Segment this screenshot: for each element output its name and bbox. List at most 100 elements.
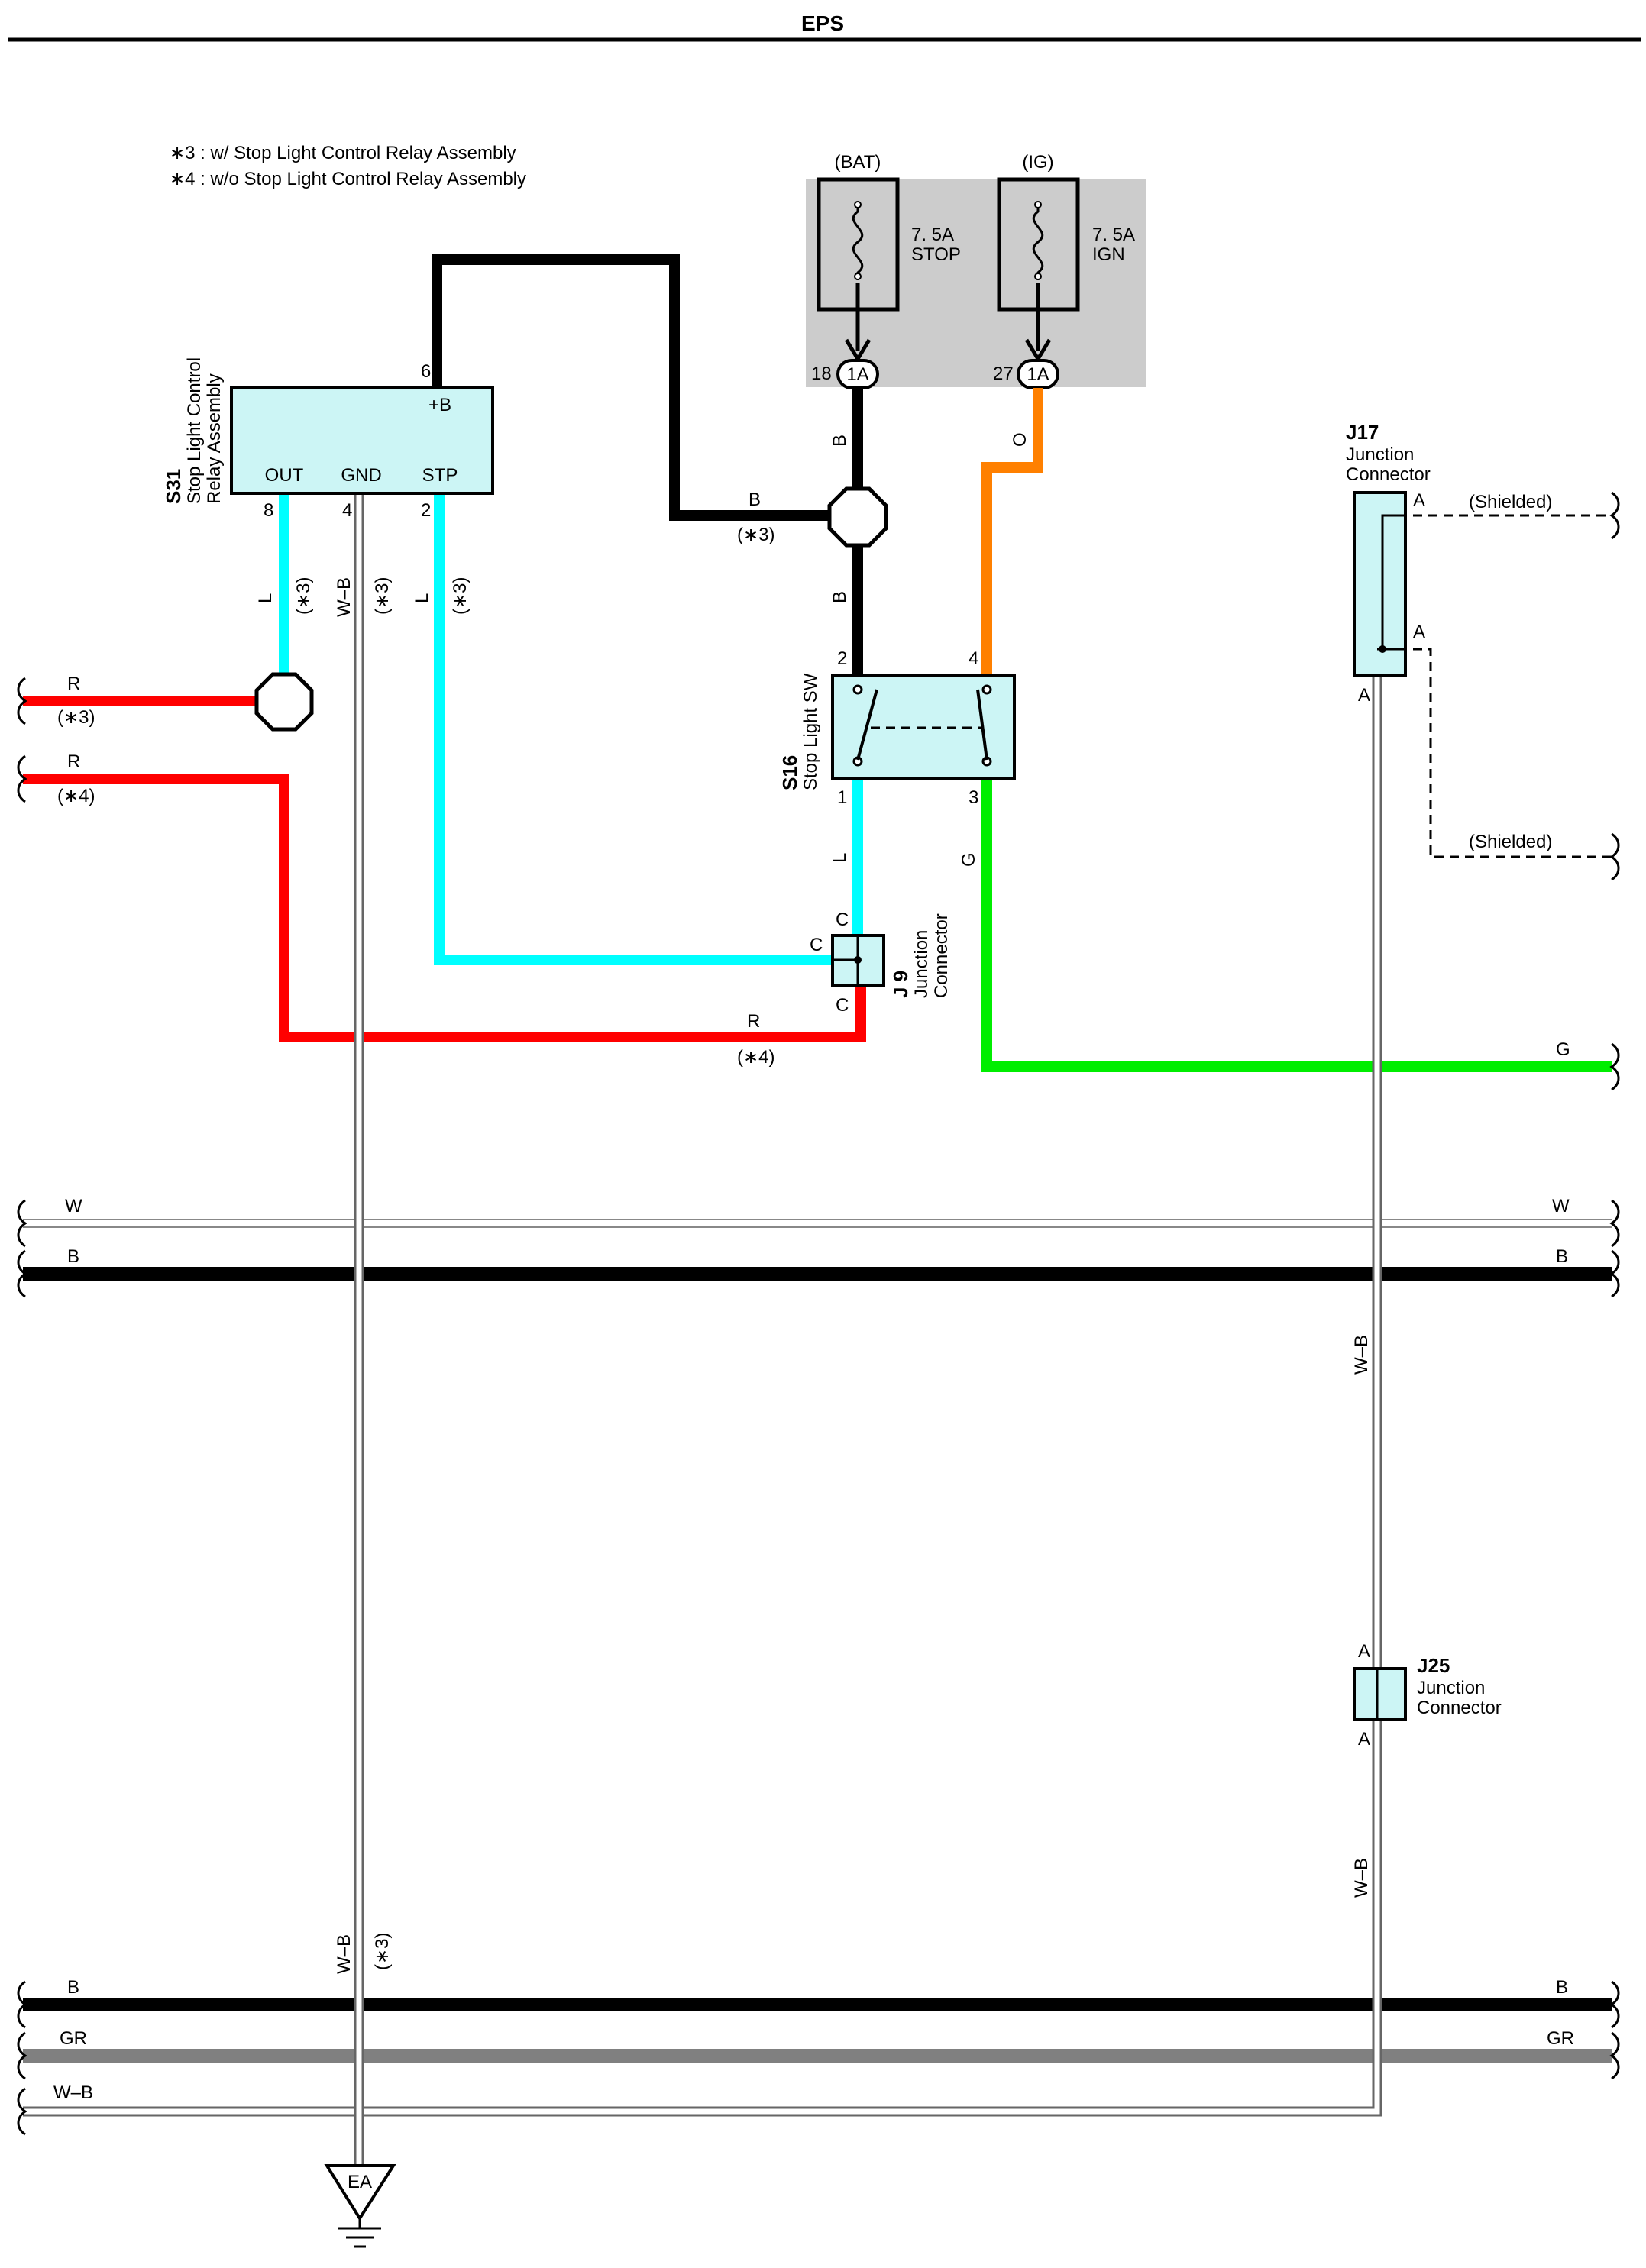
s16-code: S16 — [778, 755, 801, 790]
label-l-sw: L — [829, 853, 850, 863]
label-note4-bottom: (∗4) — [737, 1047, 774, 1068]
label-wb-left: W–B — [53, 2082, 93, 2103]
s16-pin-2: 2 — [837, 648, 847, 669]
switch-contact-1 — [856, 689, 878, 761]
wire-wb-j17 — [23, 657, 1382, 2117]
label-b-top-right: B — [1556, 1246, 1568, 1267]
j9-code: J 9 — [889, 971, 912, 998]
label-note3-b: (∗3) — [737, 525, 774, 545]
s31-relay — [230, 386, 494, 495]
label-g-right: G — [1556, 1039, 1570, 1060]
fuse-ign-name: IGN — [1092, 244, 1125, 265]
s16-name: Stop Light SW — [800, 673, 821, 790]
label-w-left: W — [65, 1196, 82, 1216]
label-note4-r: (∗4) — [57, 786, 95, 806]
j25-name-1: Junction — [1417, 1678, 1485, 1698]
s31-pin-out-label: OUT — [265, 465, 304, 486]
break-marks — [17, 491, 1620, 2136]
j9-name-2: Connector — [931, 913, 952, 998]
shielded-label-2: (Shielded) — [1469, 832, 1552, 852]
label-gr-left: GR — [60, 2028, 87, 2049]
j17-code: J17 — [1346, 421, 1379, 444]
j9-pin-bottom: C — [836, 995, 849, 1016]
label-note3-gnd-low: (∗3) — [372, 1933, 393, 1970]
label-w-right: W — [1552, 1196, 1570, 1216]
label-r-3: R — [67, 674, 80, 694]
page-title: EPS — [801, 11, 844, 35]
wire-l-stp — [434, 495, 833, 965]
fuse-ig-source: (IG) — [1022, 152, 1053, 173]
s31-pin-stp-label: STP — [422, 465, 458, 486]
label-b-bottom-left: B — [67, 1977, 79, 1998]
j17-name-1: Junction — [1346, 444, 1414, 465]
s31-pin-stp-num: 2 — [421, 500, 431, 521]
label-wb-gnd-low: W–B — [334, 1934, 354, 1974]
s16-pin-4: 4 — [969, 648, 978, 669]
label-note3-stp: (∗3) — [450, 577, 471, 615]
label-note3-r: (∗3) — [57, 707, 95, 728]
label-l-out: L — [255, 593, 276, 603]
j17-pin-a3: A — [1358, 685, 1370, 706]
label-gr-right: GR — [1547, 2028, 1574, 2049]
j25-pin-bottom: A — [1358, 1729, 1370, 1749]
fuse-ign-pin: 27 — [993, 363, 1014, 384]
j9-pin-top: C — [836, 909, 849, 930]
ground-label: EA — [348, 2172, 372, 2192]
s31-pin-gnd-label: GND — [341, 465, 381, 486]
label-o: O — [1010, 432, 1030, 447]
j25-connector — [1353, 1667, 1407, 1721]
j25-code: J25 — [1417, 1654, 1450, 1677]
label-b-fuse-1: B — [829, 435, 850, 447]
connector-1a-ign-label: 1A — [1027, 364, 1049, 385]
fuse-ign-rating: 7. 5A — [1092, 225, 1135, 245]
j9-name-1: Junction — [911, 930, 932, 998]
label-b-top-left: B — [67, 1246, 79, 1267]
label-wb-j25: W–B — [1351, 1858, 1372, 1898]
fuse-stop-pin: 18 — [811, 363, 832, 384]
label-b-bottom-right: B — [1556, 1977, 1568, 1998]
fuse-stop-name: STOP — [911, 244, 961, 265]
s31-pin-b-label: +B — [428, 395, 451, 415]
fuse-ign-icon — [1032, 202, 1044, 280]
j25-pin-top: A — [1358, 1641, 1370, 1662]
s16-pin-1: 1 — [837, 787, 847, 808]
label-l-stp: L — [412, 593, 432, 603]
splice-b — [827, 486, 888, 548]
label-r-4: R — [67, 751, 80, 772]
fuse-stop-icon — [852, 202, 864, 280]
label-b-relay: B — [749, 489, 761, 510]
j9-pin-left: C — [810, 935, 823, 955]
s31-pin-b-num: 6 — [421, 361, 431, 382]
s31-name-1: Stop Light Control — [184, 357, 205, 504]
splice-l-r — [254, 672, 314, 732]
j17-name-2: Connector — [1346, 464, 1431, 485]
fuse-bat-source: (BAT) — [835, 152, 881, 173]
label-b-fuse-2: B — [829, 591, 850, 603]
note-3: ∗3 : w/ Stop Light Control Relay Assembl… — [170, 143, 516, 163]
note-4: ∗4 : w/o Stop Light Control Relay Assemb… — [170, 169, 526, 189]
shielded-label-1: (Shielded) — [1469, 492, 1552, 512]
wire-shielded-2 — [1382, 648, 1612, 858]
s31-pin-out-num: 8 — [264, 500, 273, 521]
ground-ea — [324, 2164, 396, 2221]
label-note3-out: (∗3) — [293, 577, 314, 615]
j17-connector — [1353, 491, 1407, 677]
wire-g — [981, 779, 1612, 1072]
connector-1a-stop-label: 1A — [846, 364, 868, 385]
j17-pin-a1: A — [1413, 490, 1425, 511]
switch-contact-2 — [976, 689, 988, 761]
wire-b-relay — [432, 254, 840, 521]
s16-pin-3: 3 — [969, 787, 978, 808]
label-wb-j17: W–B — [1351, 1335, 1372, 1375]
fuse-stop-rating: 7. 5A — [911, 225, 954, 245]
wire-o — [981, 388, 1043, 676]
j17-pin-a2: A — [1413, 622, 1425, 642]
s31-name-2: Relay Assembly — [204, 373, 225, 504]
label-wb-gnd: W–B — [334, 577, 354, 617]
j25-name-2: Connector — [1417, 1698, 1502, 1718]
s31-pin-gnd-num: 4 — [342, 500, 352, 521]
label-g-sw: G — [959, 852, 979, 867]
wire-r-4 — [23, 774, 866, 1042]
label-r-4-bottom: R — [747, 1011, 760, 1032]
